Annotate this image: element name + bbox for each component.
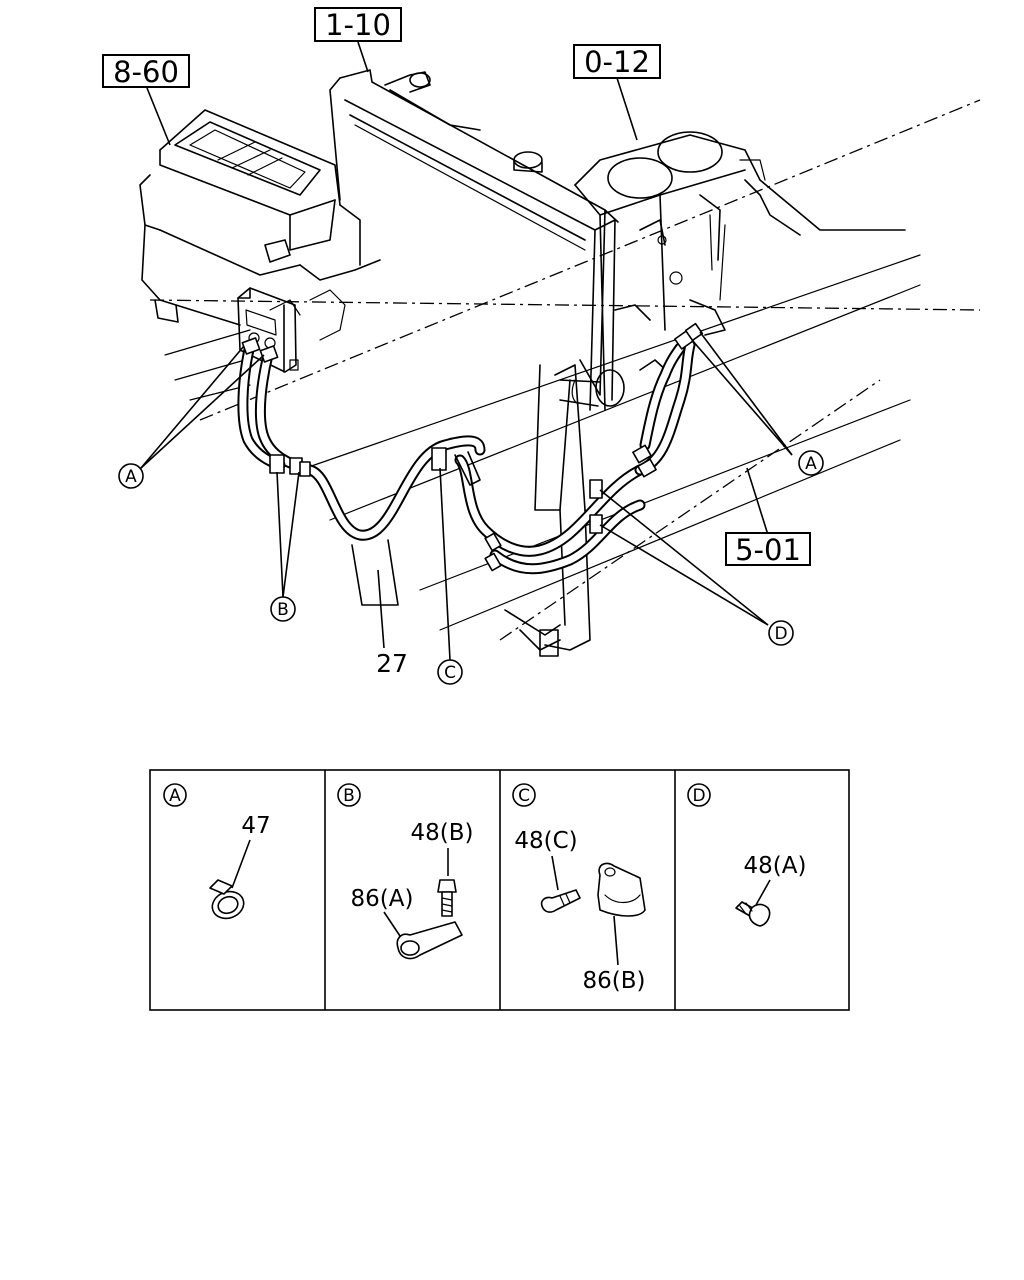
ref-label-5-01: 5-01 — [735, 533, 801, 567]
detail-b-part-bolt: 48(B) — [411, 820, 474, 846]
svg-text:A: A — [805, 454, 817, 474]
detail-b: B 48(B) 86(A) — [337, 783, 474, 960]
svg-text:A: A — [125, 467, 137, 487]
svg-text:B: B — [277, 600, 289, 620]
detail-c: C 48(C) 86(B) — [512, 783, 646, 994]
radiator — [329, 69, 625, 657]
ref-box-1-10: 1-10 — [314, 7, 402, 42]
callout-a-left: A — [118, 463, 144, 489]
leader-lines — [140, 41, 793, 661]
callout-b: B — [270, 596, 296, 622]
ref-label-0-12: 0-12 — [584, 45, 650, 79]
ref-box-5-01: 5-01 — [725, 532, 811, 567]
svg-text:D: D — [774, 624, 787, 644]
detail-b-letter: B — [343, 786, 355, 806]
detail-c-part-clip: 86(B) — [583, 968, 646, 994]
detail-b-part-clip: 86(A) — [351, 886, 414, 912]
heater-hoses — [237, 322, 704, 606]
ref-box-8-60: 8-60 — [102, 54, 190, 89]
detail-d: D 48(A) — [687, 783, 807, 927]
detail-a-part: 47 — [241, 813, 270, 839]
callout-d: D — [768, 620, 794, 646]
detail-d-part-bolt: 48(A) — [744, 853, 807, 879]
ref-box-0-12: 0-12 — [573, 44, 661, 79]
detail-d-letter: D — [692, 786, 705, 806]
detail-c-part-bolt: 48(C) — [514, 828, 577, 854]
part-number-27: 27 — [376, 649, 408, 678]
callout-c: C — [437, 659, 463, 685]
heater-unit — [139, 109, 381, 373]
detail-a: A 47 — [163, 783, 271, 920]
detail-a-letter: A — [169, 786, 181, 806]
engine-block — [574, 131, 906, 411]
ref-label-8-60: 8-60 — [113, 55, 179, 89]
svg-text:C: C — [444, 663, 456, 683]
callout-a-right: A — [798, 450, 824, 476]
ref-label-1-10: 1-10 — [325, 8, 391, 42]
detail-table — [149, 769, 850, 1011]
detail-c-letter: C — [518, 786, 530, 806]
